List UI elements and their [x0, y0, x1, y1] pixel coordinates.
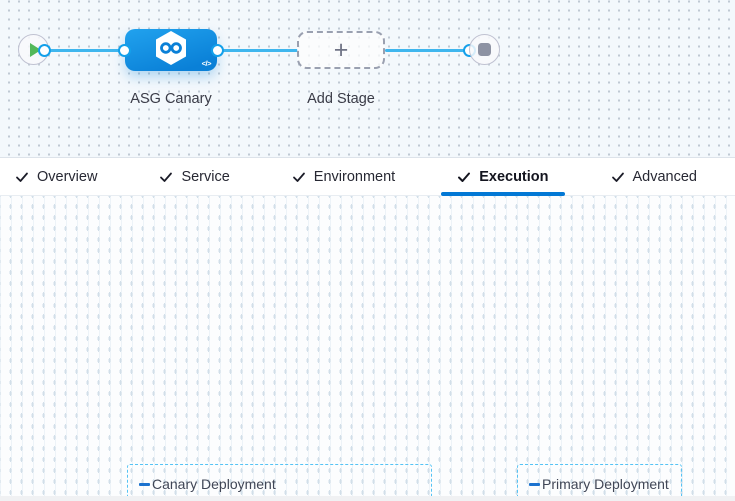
tab-label: Overview	[37, 168, 98, 185]
stop-icon	[478, 43, 491, 56]
group-title: Primary Deployment	[542, 476, 669, 492]
edge-start-to-stage	[45, 48, 125, 52]
stage-config-tabbar: Overview Service Environment Execution A…	[0, 158, 735, 196]
tab-label: Execution	[479, 168, 549, 185]
active-tab-underline	[441, 191, 565, 196]
connector-point[interactable]	[118, 43, 131, 57]
tab-execution[interactable]: Execution	[441, 158, 565, 196]
collapse-icon[interactable]	[139, 482, 150, 486]
pipeline-end-node[interactable]	[469, 34, 500, 65]
step-group-canary-deployment[interactable]: Canary Deployment	[127, 464, 432, 501]
check-icon	[159, 170, 173, 184]
add-stage-button[interactable]: +	[297, 31, 385, 69]
tab-label: Advanced	[632, 168, 698, 185]
tab-label: Service	[181, 168, 230, 185]
group-header[interactable]: Canary Deployment	[139, 476, 276, 492]
cd-hexagon-infinity-icon	[152, 29, 190, 72]
collapse-icon[interactable]	[529, 482, 540, 486]
tab-advanced[interactable]: Advanced	[611, 158, 698, 196]
check-icon	[611, 170, 625, 184]
connector-point[interactable]	[38, 43, 51, 57]
stage-node-asg-canary[interactable]: </>	[125, 29, 217, 71]
check-icon	[457, 170, 471, 184]
connector-point[interactable]	[211, 43, 224, 57]
group-title: Canary Deployment	[152, 476, 276, 492]
group-header[interactable]: Primary Deployment	[529, 476, 669, 492]
step-group-primary-deployment[interactable]: Primary Deployment	[517, 464, 682, 501]
check-icon	[15, 170, 29, 184]
tab-label: Environment	[313, 168, 396, 185]
edge-addstage-to-end	[385, 48, 466, 52]
tab-environment[interactable]: Environment	[292, 158, 395, 196]
stage-label: ASG Canary	[130, 91, 212, 107]
edge-stage-to-addstage	[217, 48, 298, 52]
tab-overview[interactable]: Overview	[15, 158, 97, 196]
plus-icon: +	[333, 35, 349, 64]
yaml-code-icon[interactable]: </>	[201, 59, 212, 68]
check-icon	[292, 170, 306, 184]
execution-graph-canvas[interactable]: Canary Deployment Primary Deployment	[0, 196, 735, 501]
play-icon	[29, 42, 41, 57]
add-stage-label: Add Stage	[307, 91, 375, 107]
stage-graph-canvas[interactable]: </> + ASG Canary Add Stage	[0, 0, 735, 158]
tab-service[interactable]: Service	[159, 158, 230, 196]
horizontal-scrollbar[interactable]	[0, 496, 735, 501]
